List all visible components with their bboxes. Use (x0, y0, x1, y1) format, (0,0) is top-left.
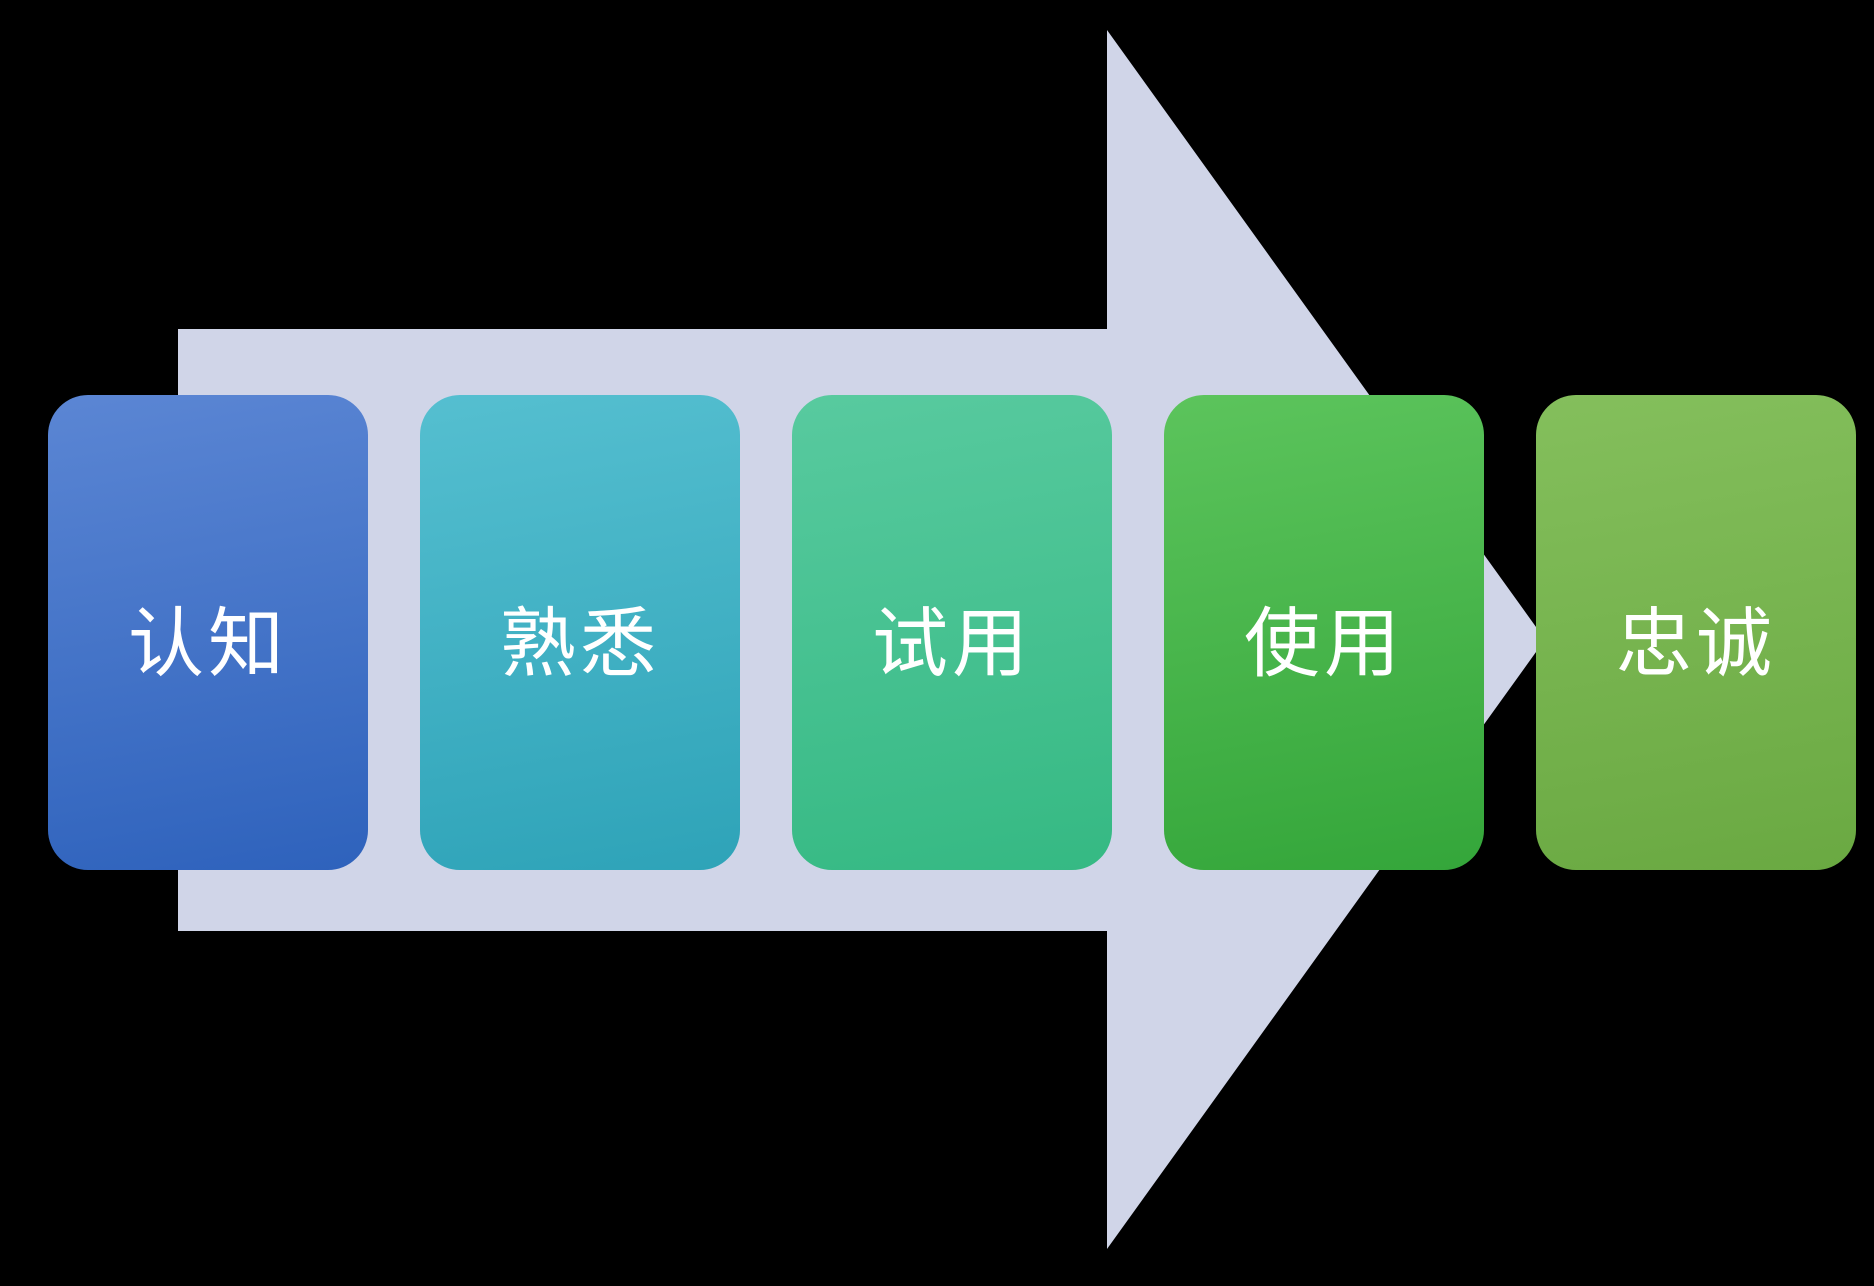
stage-card-loyalty[interactable]: 忠诚 (1536, 395, 1856, 870)
stage-card-label: 使用 (1244, 601, 1404, 687)
stage-card-label: 熟悉 (500, 601, 660, 687)
stage-card-awareness[interactable]: 认知 (48, 395, 368, 870)
stage-card-trial[interactable]: 试用 (792, 395, 1112, 870)
stage-card-label: 认知 (128, 601, 288, 687)
stage-card-label: 忠诚 (1616, 601, 1776, 687)
stage-card-familiarity[interactable]: 熟悉 (420, 395, 740, 870)
stage-card-label: 试用 (872, 601, 1032, 687)
stage-card-usage[interactable]: 使用 (1164, 395, 1484, 870)
